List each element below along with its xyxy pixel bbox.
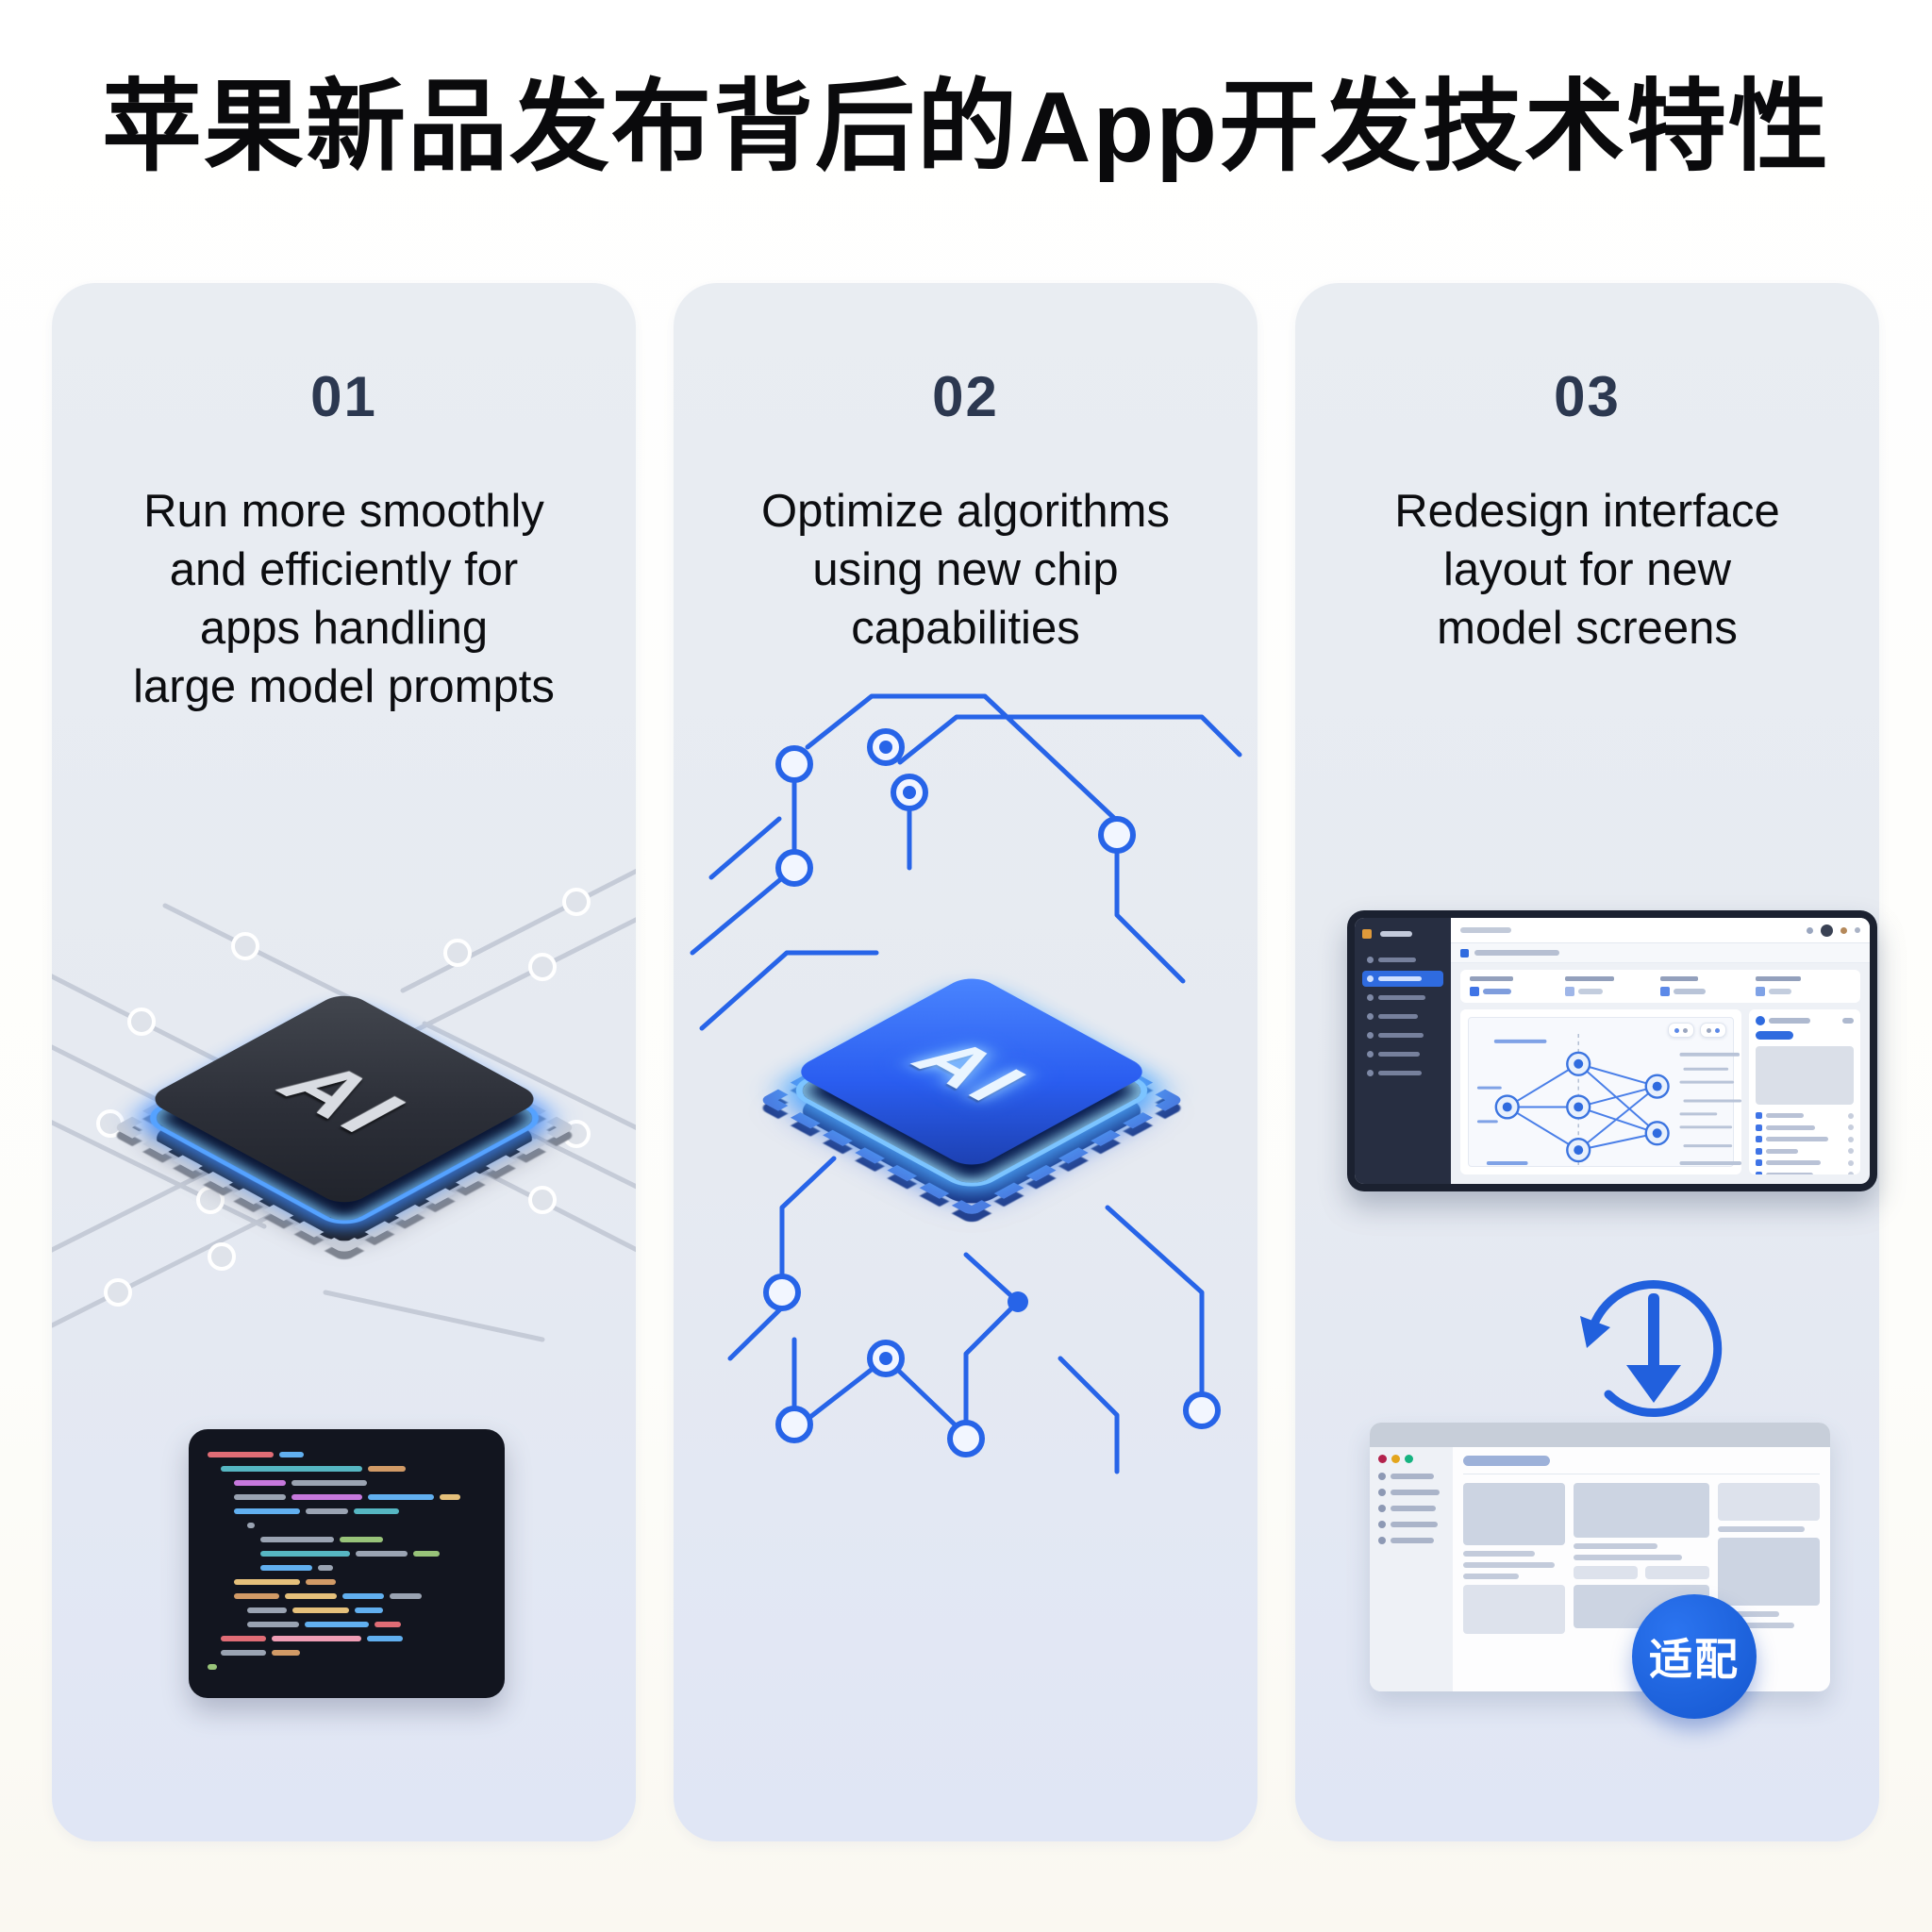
card-description: Optimize algorithms using new chip capab… [761, 486, 1170, 654]
code-line [208, 1508, 486, 1514]
dashboard-right-panel [1749, 1009, 1860, 1174]
dashboard-content [1460, 1009, 1860, 1174]
code-line [208, 1565, 486, 1571]
card-feature-3: 03 Redesign interface layout for new mod… [1295, 283, 1879, 1841]
browser-titlebar [1370, 1423, 1830, 1447]
code-line [208, 1523, 486, 1528]
code-line [208, 1622, 486, 1627]
stat-item [1470, 976, 1565, 996]
dashboard-topbar [1451, 918, 1870, 943]
tablet-mockup [1347, 910, 1877, 1191]
sidebar-item [1362, 1065, 1443, 1081]
adapt-badge-label: 适配 [1649, 1635, 1740, 1684]
code-line [208, 1579, 486, 1585]
neural-network-panel [1460, 1009, 1742, 1174]
code-line [208, 1607, 486, 1613]
code-line [208, 1494, 486, 1500]
code-line [208, 1664, 486, 1670]
card-number: 02 [932, 365, 999, 428]
code-line [208, 1452, 486, 1457]
skeleton-row [1378, 1537, 1444, 1544]
stat-item [1756, 976, 1851, 996]
stat-item [1565, 976, 1660, 996]
search-bar-placeholder [1463, 1456, 1550, 1466]
list-item [1756, 1112, 1854, 1119]
right-panel-button [1756, 1031, 1793, 1040]
card-feature-1: 01 Run more smoothly and efficiently for… [52, 283, 636, 1841]
list-item [1756, 1171, 1854, 1174]
code-line [208, 1636, 486, 1641]
dashboard-logo [1362, 925, 1443, 942]
traffic-lights [1378, 1455, 1444, 1463]
dashboard-main [1451, 918, 1870, 1184]
list-item [1756, 1124, 1854, 1131]
browser-content [1453, 1447, 1830, 1691]
code-line [208, 1551, 486, 1557]
sidebar-item [1362, 952, 1443, 968]
card-feature-2: 02 Optimize algorithms using new chip ca… [674, 283, 1257, 1841]
sidebar-item [1362, 1027, 1443, 1043]
list-item [1756, 1147, 1854, 1155]
refresh-down-arrow-icon [1564, 1250, 1743, 1448]
adapt-badge: 适配 [1632, 1594, 1757, 1719]
close-icon [1378, 1455, 1387, 1463]
tablet-screen [1355, 918, 1870, 1184]
dashboard-stats-row [1460, 970, 1860, 1003]
code-line [208, 1593, 486, 1599]
card-description: Run more smoothly and efficiently for ap… [133, 486, 555, 712]
card-description: Redesign interface layout for new model … [1394, 486, 1780, 654]
sidebar-item-active [1362, 971, 1443, 987]
toolbar-pill [1700, 1023, 1726, 1038]
skeleton-row [1378, 1505, 1444, 1512]
dashboard-sidebar [1355, 918, 1451, 1184]
bell-icon [1840, 926, 1847, 934]
code-editor-panel [189, 1429, 505, 1698]
sidebar-item [1362, 990, 1443, 1006]
stat-item [1660, 976, 1756, 996]
toolbar-pill [1668, 1023, 1694, 1038]
search-icon [1807, 926, 1813, 934]
content-column [1463, 1483, 1565, 1634]
avatar [1821, 924, 1833, 937]
list-item [1756, 1136, 1854, 1142]
browser-mockup [1370, 1423, 1830, 1691]
skeleton-row [1378, 1489, 1444, 1496]
circuit-traces-gray [52, 868, 636, 1342]
content-column [1718, 1483, 1820, 1634]
skeleton-row [1378, 1473, 1444, 1480]
blue-chip-illustration: AI [674, 641, 1257, 1509]
circuit-traces-blue [690, 693, 1242, 1474]
dashboard-breadcrumb [1451, 943, 1870, 963]
right-panel-header [1756, 1016, 1854, 1025]
page-title: 苹果新品发布背后的App开发技术特性 [101, 72, 1831, 183]
card-number: 03 [1554, 365, 1621, 428]
sidebar-item [1362, 1046, 1443, 1062]
neural-network-diagram [1476, 1033, 1742, 1170]
avatar [1756, 1016, 1765, 1025]
code-line [208, 1480, 486, 1486]
list-item [1756, 1159, 1854, 1166]
sidebar-item [1362, 1008, 1443, 1024]
chevron-down-icon [1855, 927, 1860, 933]
chip-ai-label: AI [892, 1028, 1051, 1115]
maximize-icon [1405, 1455, 1413, 1463]
panel-toolbar [1668, 1023, 1726, 1038]
minimize-icon [1391, 1455, 1400, 1463]
image-placeholder [1756, 1046, 1854, 1105]
skeleton-row [1378, 1521, 1444, 1528]
chip-ai-label: AI [255, 1050, 434, 1148]
code-line [208, 1537, 486, 1542]
ai-chip-illustration: AI [52, 849, 636, 1358]
code-line [208, 1466, 486, 1472]
card-number: 01 [310, 365, 377, 428]
browser-sidebar [1370, 1447, 1453, 1691]
code-line [208, 1650, 486, 1656]
